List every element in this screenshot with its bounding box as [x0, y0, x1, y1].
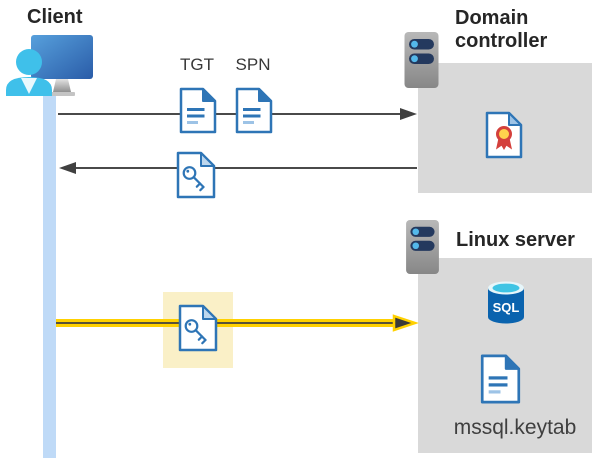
linux-server-title: Linux server — [456, 229, 575, 251]
client-workstation-icon — [6, 35, 93, 96]
server-icon — [406, 219, 439, 275]
sql-text: SQL — [493, 300, 520, 315]
server-icon — [404, 32, 439, 88]
keytab-document-icon — [480, 354, 521, 404]
spn-label: SPN — [235, 55, 271, 74]
client-lifeline — [43, 92, 56, 458]
request-arrow — [58, 108, 417, 120]
keytab-label: mssql.keytab — [453, 416, 577, 439]
tgt-label: TGT — [180, 55, 214, 74]
key-document-icon — [178, 304, 218, 352]
key-document-icon — [176, 151, 216, 199]
client-title: Client — [27, 6, 83, 28]
certificate-icon — [485, 111, 523, 159]
sql-database-icon: SQL — [488, 281, 524, 324]
domain-controller-title: Domain controller — [455, 7, 548, 52]
spn-document-icon — [235, 87, 273, 134]
response-arrow — [59, 162, 417, 174]
tgt-document-icon — [179, 87, 217, 134]
kerberos-arrow — [56, 314, 419, 332]
